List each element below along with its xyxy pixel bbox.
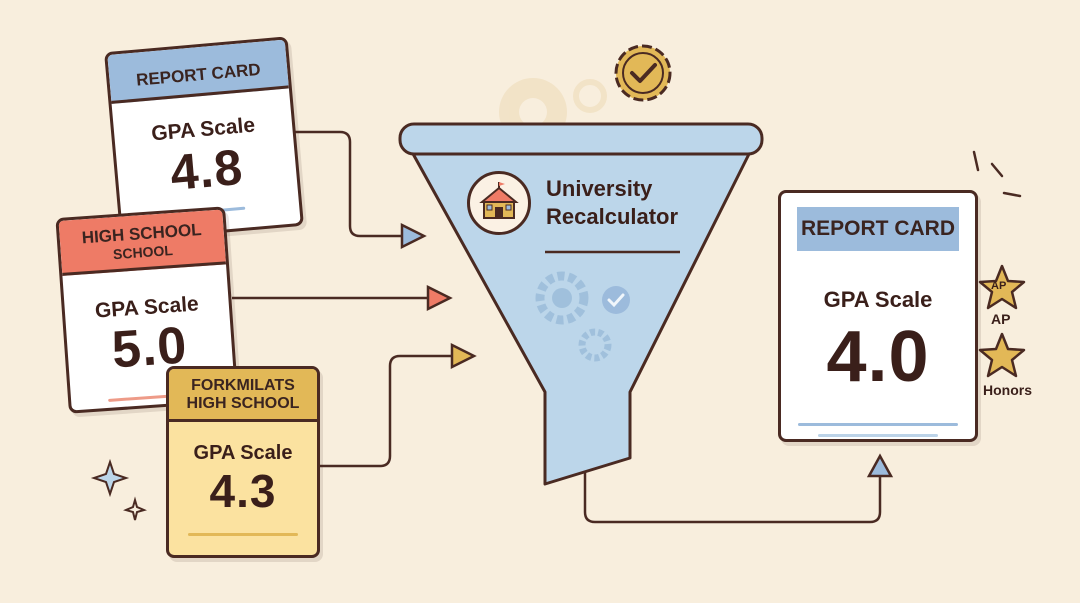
school-building-icon [467, 171, 531, 235]
funnel-title: University Recalculator [546, 175, 678, 231]
card-header: HIGH SCHOOL SCHOOL [58, 209, 227, 276]
ap-caption: AP [991, 311, 1011, 327]
card-header-title: FORKMILATS [191, 377, 295, 394]
input-connectors [232, 130, 882, 524]
honors-caption: Honors [983, 382, 1032, 398]
arrowhead-card1 [400, 222, 427, 250]
card-header: FORKMILATS HIGH SCHOOL [169, 369, 317, 422]
funnel [398, 122, 764, 486]
ap-star-icon [978, 264, 1026, 310]
card-header: REPORT CARD [107, 39, 289, 104]
sparkle-icon [90, 458, 147, 521]
gpa-scale-label: GPA Scale [823, 287, 933, 312]
funnel-title-line1: University [546, 176, 653, 201]
funnel-title-line2: Recalculator [546, 204, 679, 229]
card-divider [798, 423, 958, 426]
honors-star-icon [978, 332, 1026, 378]
arrowhead-card2 [426, 284, 453, 312]
connector-card3 [318, 354, 452, 468]
emphasis-lines [972, 150, 1022, 198]
arrowhead-output [866, 453, 894, 478]
gpa-scale-label: GPA Scale [193, 442, 293, 464]
gpa-scale-value: 4.0 [826, 317, 930, 397]
card-divider [188, 533, 298, 536]
funnel-gear-icon [535, 271, 612, 362]
check-gear-icon [614, 44, 672, 102]
gpa-scale-value: 4.3 [209, 465, 277, 517]
card-header: REPORT CARD [797, 207, 959, 251]
connector-card1 [292, 130, 402, 238]
card-header-subtitle: HIGH SCHOOL [186, 395, 300, 412]
ap-star-text: AP [991, 280, 1007, 292]
connector-output [583, 470, 882, 524]
arrowhead-card3 [450, 342, 477, 370]
card-divider [818, 434, 938, 437]
report-card-output: REPORT CARD GPA Scale 4.0 [778, 190, 978, 442]
report-card-input-3: FORKMILATS HIGH SCHOOL GPA Scale 4.3 [166, 366, 320, 558]
funnel-check-icon [602, 286, 630, 314]
